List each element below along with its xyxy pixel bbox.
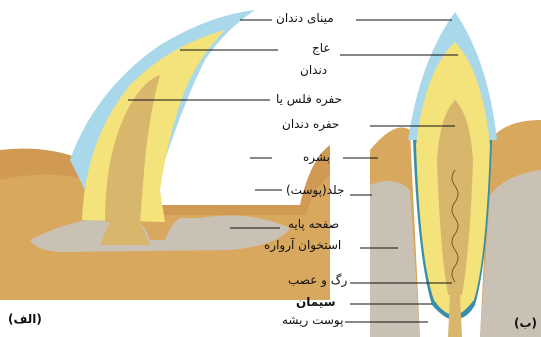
label-basal-plate: صفحه پایه <box>288 218 339 231</box>
label-cementum: سیمان <box>296 296 336 309</box>
panel-b-root-canal <box>448 295 462 337</box>
label-vessels-nerves: رگ و عصب <box>288 274 347 287</box>
label-dentin-line2: دندان <box>300 64 327 77</box>
panel-b-tag: (ب) <box>514 316 537 330</box>
label-tooth-pulp: حفره دندان <box>282 118 339 131</box>
label-enamel: مینای دندان <box>276 12 334 25</box>
label-epidermis: بشره <box>303 151 330 164</box>
label-jaw-bone: استخوان آرواره <box>264 239 341 252</box>
label-dentin-line1: عاج <box>312 42 331 55</box>
panel-a-scale <box>0 10 330 300</box>
label-scale-pulp: حفره فلس یا <box>276 93 342 106</box>
panel-b-tooth <box>370 12 541 337</box>
panel-a-tag: (الف) <box>8 312 42 326</box>
label-root-sheath: پوست ریشه <box>282 314 343 327</box>
label-dermis: جلد(پوست) <box>286 184 344 197</box>
